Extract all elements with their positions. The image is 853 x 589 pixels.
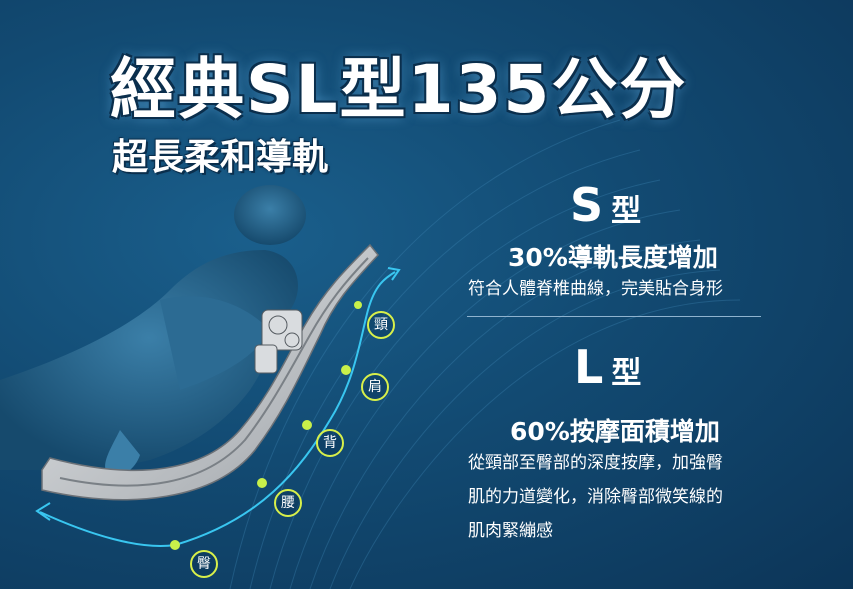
l-type-description-line: 肌的力道變化，消除臀部微笑線的	[468, 487, 723, 507]
body-silhouette	[0, 185, 306, 477]
l-type-word: 型	[611, 356, 642, 391]
point-label-waist: 腰	[274, 489, 302, 517]
s-type-word: 型	[611, 194, 642, 229]
curve-arrow-upper	[174, 267, 401, 546]
l-type-description-line: 從頸部至臀部的深度按摩，加強臀	[468, 453, 723, 473]
s-type-headline: 30%導軌長度增加	[508, 243, 718, 272]
point-label-back: 背	[316, 429, 344, 457]
s-type-description: 符合人體脊椎曲線，完美貼合身形	[468, 279, 723, 299]
l-type-letter: L	[574, 340, 604, 394]
massage-points	[170, 301, 362, 550]
point-label-shoulder: 肩	[361, 373, 389, 401]
l-type-description-line: 肌肉緊繃感	[468, 521, 553, 541]
l-type-headline: 60%按摩面積增加	[510, 417, 720, 446]
point-label-hip: 臀	[190, 550, 218, 578]
page-title: 經典SL型135公分	[110, 51, 688, 128]
curve-arrow-lower	[35, 502, 176, 547]
point-label-neck: 頸	[367, 311, 395, 339]
page-subtitle: 超長柔和導軌	[112, 137, 329, 178]
massage-rail	[41, 243, 379, 501]
section-divider	[467, 316, 761, 317]
s-type-letter: S	[570, 178, 604, 232]
roller-mechanism	[254, 309, 303, 374]
l-type-description: 從頸部至臀部的深度按摩，加強臀 肌的力道變化，消除臀部微笑線的 肌肉緊繃感	[468, 446, 723, 548]
